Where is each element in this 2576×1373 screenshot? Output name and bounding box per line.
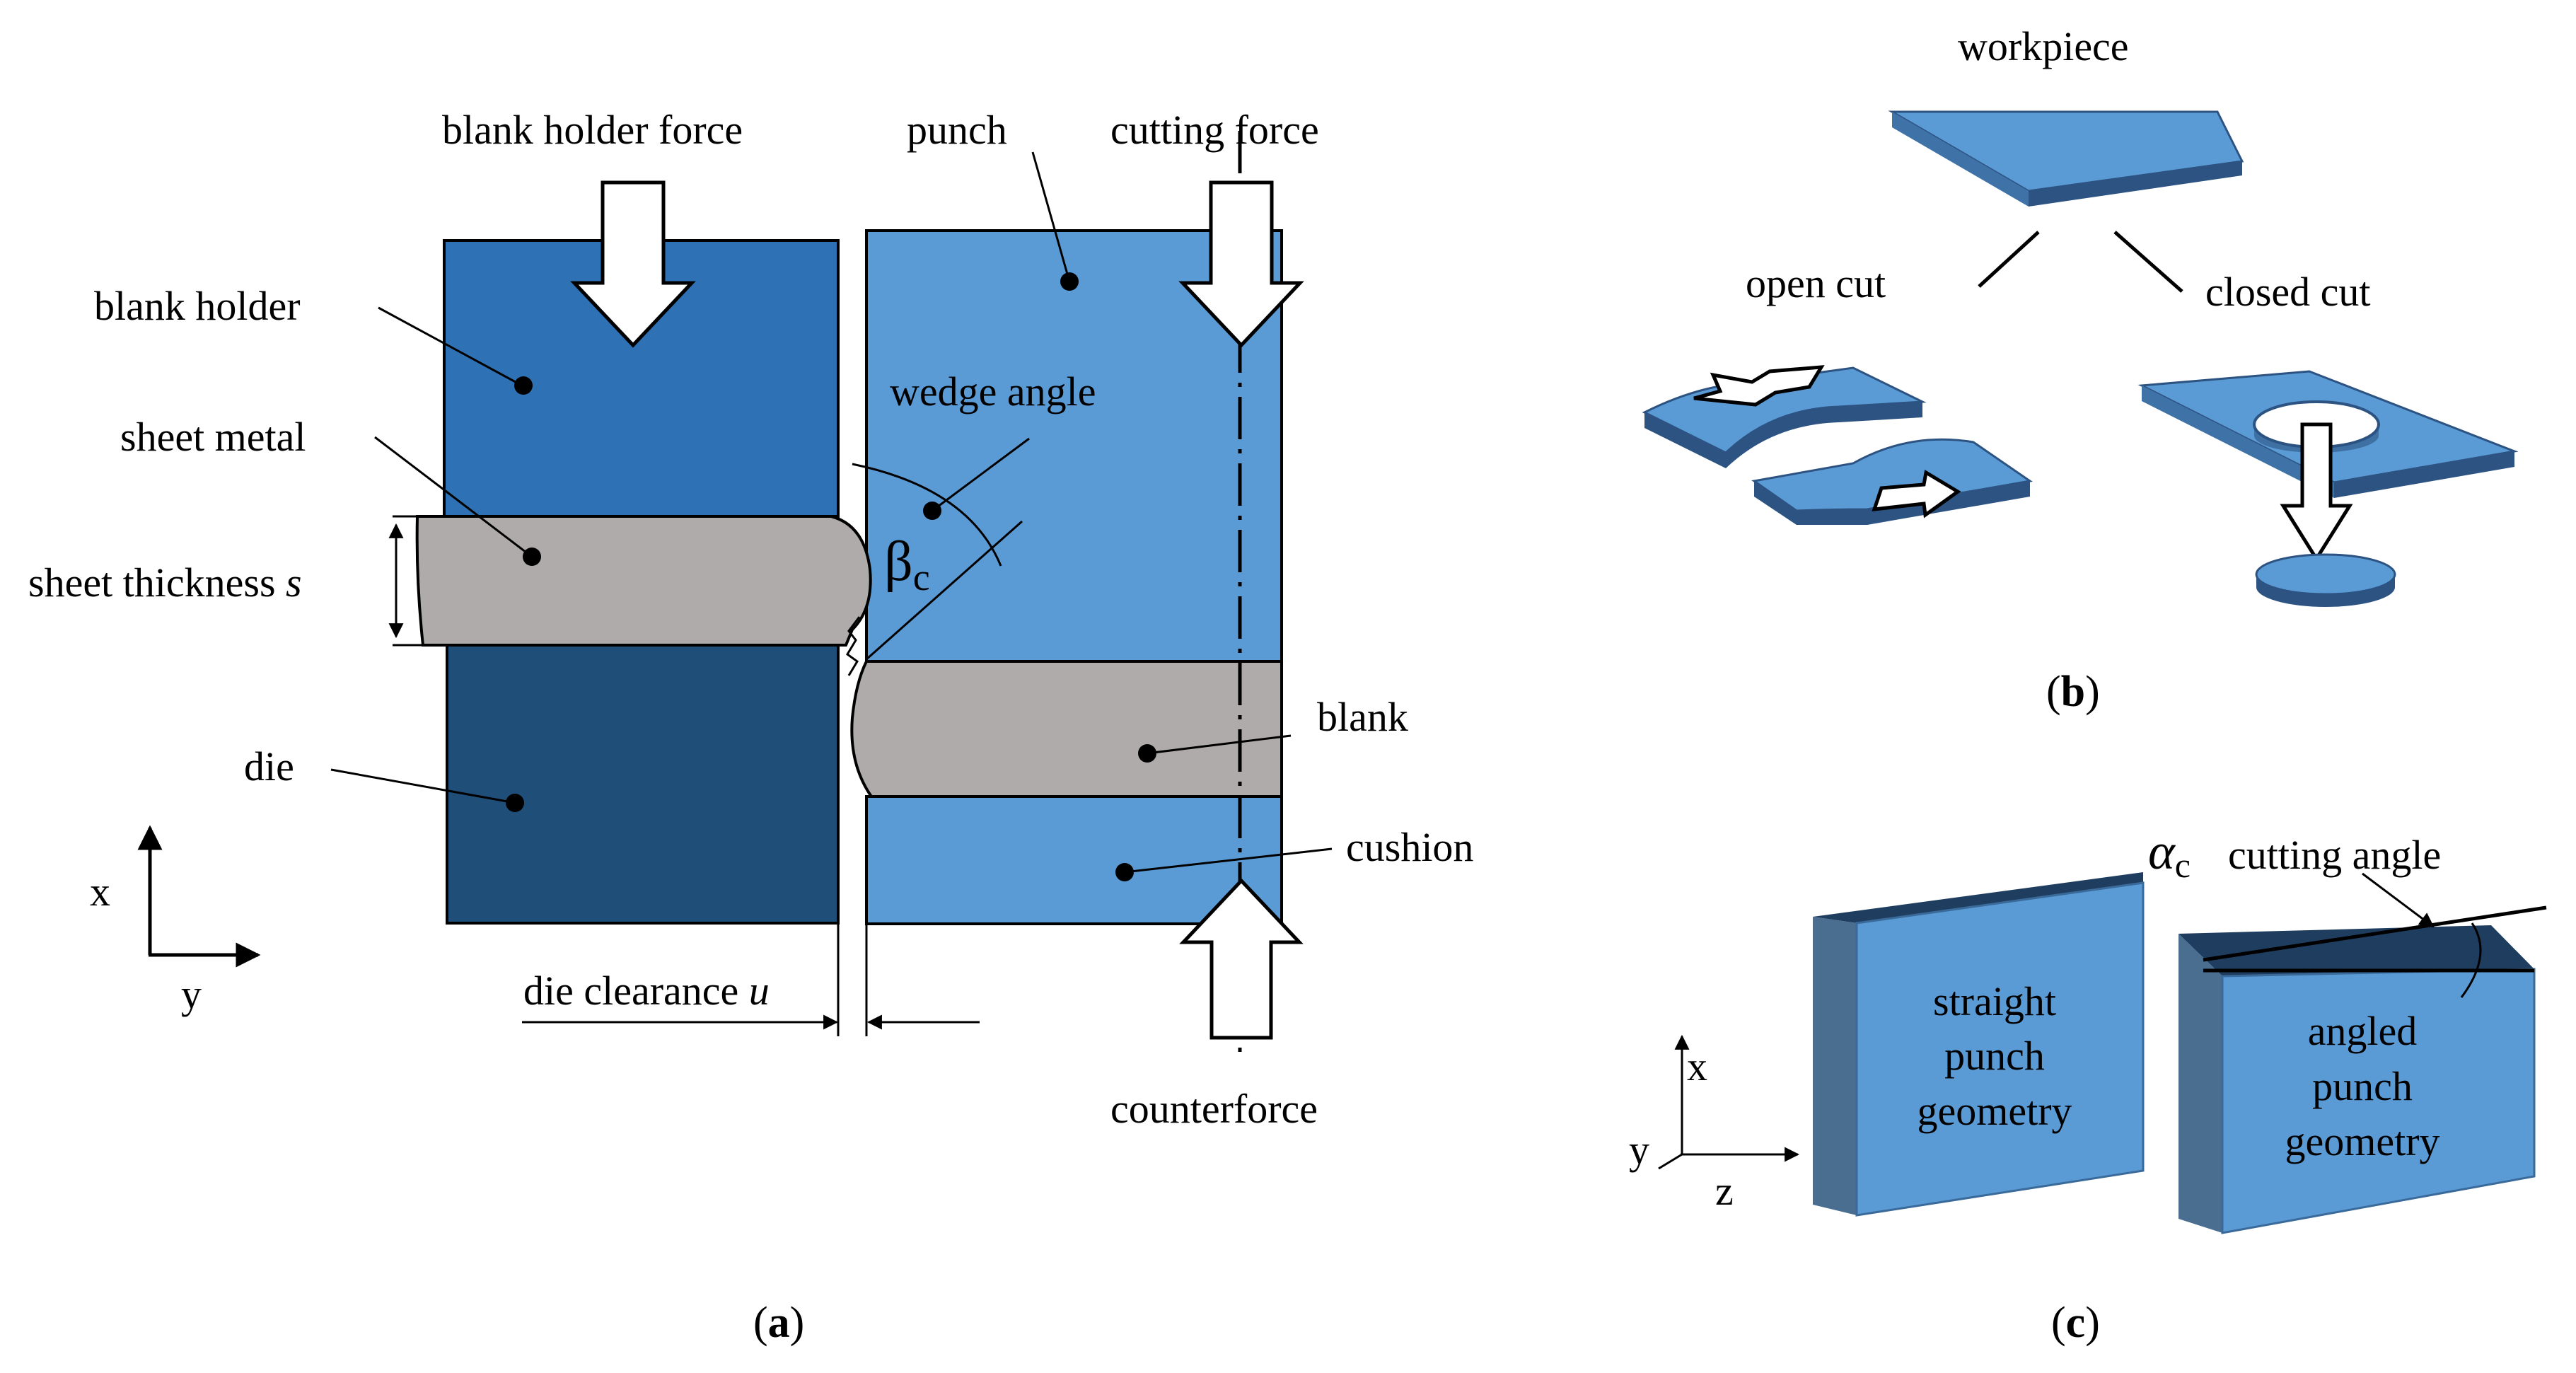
fracture-edge	[846, 616, 861, 676]
open-cut-arrow-right	[1872, 469, 1961, 519]
label-axis-y: y	[181, 971, 202, 1017]
label-open-cut: open cut	[1746, 260, 1886, 306]
panel-c: αc cutting angle straight punch geometry…	[1629, 823, 2547, 1347]
label-axis-y-c: y	[1629, 1127, 1649, 1173]
wedge-angle-line	[866, 520, 1023, 661]
cutting-angle-arc	[2460, 922, 2482, 998]
dot-blank	[1138, 744, 1156, 763]
dot-sheet-metal	[523, 548, 541, 566]
closed-cut-plate-left	[2142, 386, 2334, 498]
label-counterforce: counterforce	[1110, 1086, 1318, 1132]
wedge-angle-arc	[852, 463, 1002, 567]
caption-a: (a)	[753, 1299, 804, 1347]
tree-line-open	[1978, 231, 2040, 288]
workpiece-plate-front	[2029, 161, 2242, 207]
tree-line-closed	[2113, 231, 2183, 293]
angled-punch-side	[2178, 934, 2222, 1233]
label-cushion: cushion	[1346, 824, 1473, 870]
dot-punch	[1060, 272, 1079, 291]
open-cut-arrow-left	[1693, 365, 1825, 407]
blank-holder-force-arrow	[570, 180, 696, 348]
label-beta: βc	[884, 531, 930, 598]
closed-cut-arrow	[2280, 422, 2353, 562]
label-closed-cut: closed cut	[2205, 269, 2371, 315]
dot-wedge-angle	[923, 502, 941, 520]
label-angled-line1: angled	[2308, 1008, 2418, 1054]
closed-cut-plate-front	[2334, 451, 2514, 498]
caption-c: (c)	[2051, 1299, 2100, 1347]
label-die: die	[244, 743, 294, 789]
label-straight-line2: punch	[1944, 1033, 2045, 1079]
label-straight-line1: straight	[1933, 978, 2056, 1024]
panel-a: blank holder force punch cutting force b…	[28, 107, 1473, 1347]
blank-strip	[850, 660, 1283, 798]
slug-side	[2256, 574, 2395, 607]
open-cut-piece-lower-side	[1754, 481, 2030, 525]
dot-die	[506, 794, 524, 812]
die-block	[446, 644, 840, 925]
straight-punch-side	[1813, 917, 1857, 1215]
label-punch: punch	[907, 107, 1007, 153]
slug-top	[2255, 553, 2396, 596]
leader-punch	[1031, 151, 1071, 282]
label-wedge-angle: wedge angle	[890, 369, 1096, 415]
leader-blank-holder	[378, 306, 523, 387]
label-cutting-force: cutting force	[1110, 107, 1319, 153]
label-workpiece: workpiece	[1958, 23, 2129, 69]
open-cut-piece-upper-side	[1644, 402, 1922, 468]
label-angled-line3: geometry	[2285, 1118, 2439, 1164]
label-sheet-thickness: sheet thickness s	[28, 560, 302, 606]
label-sheet-metal: sheet metal	[120, 414, 306, 460]
leader-blank	[1147, 734, 1292, 755]
label-die-clearance: die clearance u	[523, 968, 770, 1014]
label-straight-line3: geometry	[1917, 1088, 2072, 1134]
angled-punch-top	[2178, 925, 2534, 976]
dot-blank-holder	[514, 376, 533, 395]
label-axis-x-c: x	[1687, 1043, 1707, 1089]
cutting-angle-line	[2203, 905, 2547, 962]
label-alpha: αc	[2148, 823, 2191, 885]
leader-cushion	[1124, 847, 1333, 874]
counterforce-arrow	[1179, 878, 1304, 1040]
label-axis-z-c: z	[1715, 1168, 1734, 1214]
straight-punch-front	[1855, 881, 2145, 1217]
label-blank-holder: blank holder	[94, 283, 301, 329]
label-cutting-angle: cutting angle	[2228, 832, 2441, 878]
closed-cut-hole-inner-wall	[2254, 424, 2379, 453]
axis-y-stub-c	[1658, 1153, 1683, 1170]
straight-punch-top	[1813, 872, 2143, 923]
leader-sheet-metal	[374, 436, 533, 558]
caption-b: (b)	[2046, 668, 2100, 716]
cutting-force-arrow	[1178, 180, 1304, 348]
label-blank-holder-force: blank holder force	[442, 107, 743, 153]
leader-die	[330, 768, 516, 804]
label-axis-x: x	[90, 869, 110, 915]
cutting-angle-leader	[2362, 872, 2435, 928]
leader-wedge-angle	[932, 437, 1030, 512]
label-angled-line2: punch	[2312, 1063, 2413, 1109]
sheet-metal-strip	[415, 515, 872, 647]
panel-b: workpiece open cut closed cut (b)	[1642, 23, 2519, 716]
workpiece-plate-left	[1892, 112, 2029, 207]
dot-cushion	[1115, 863, 1134, 881]
label-blank: blank	[1317, 694, 1408, 740]
